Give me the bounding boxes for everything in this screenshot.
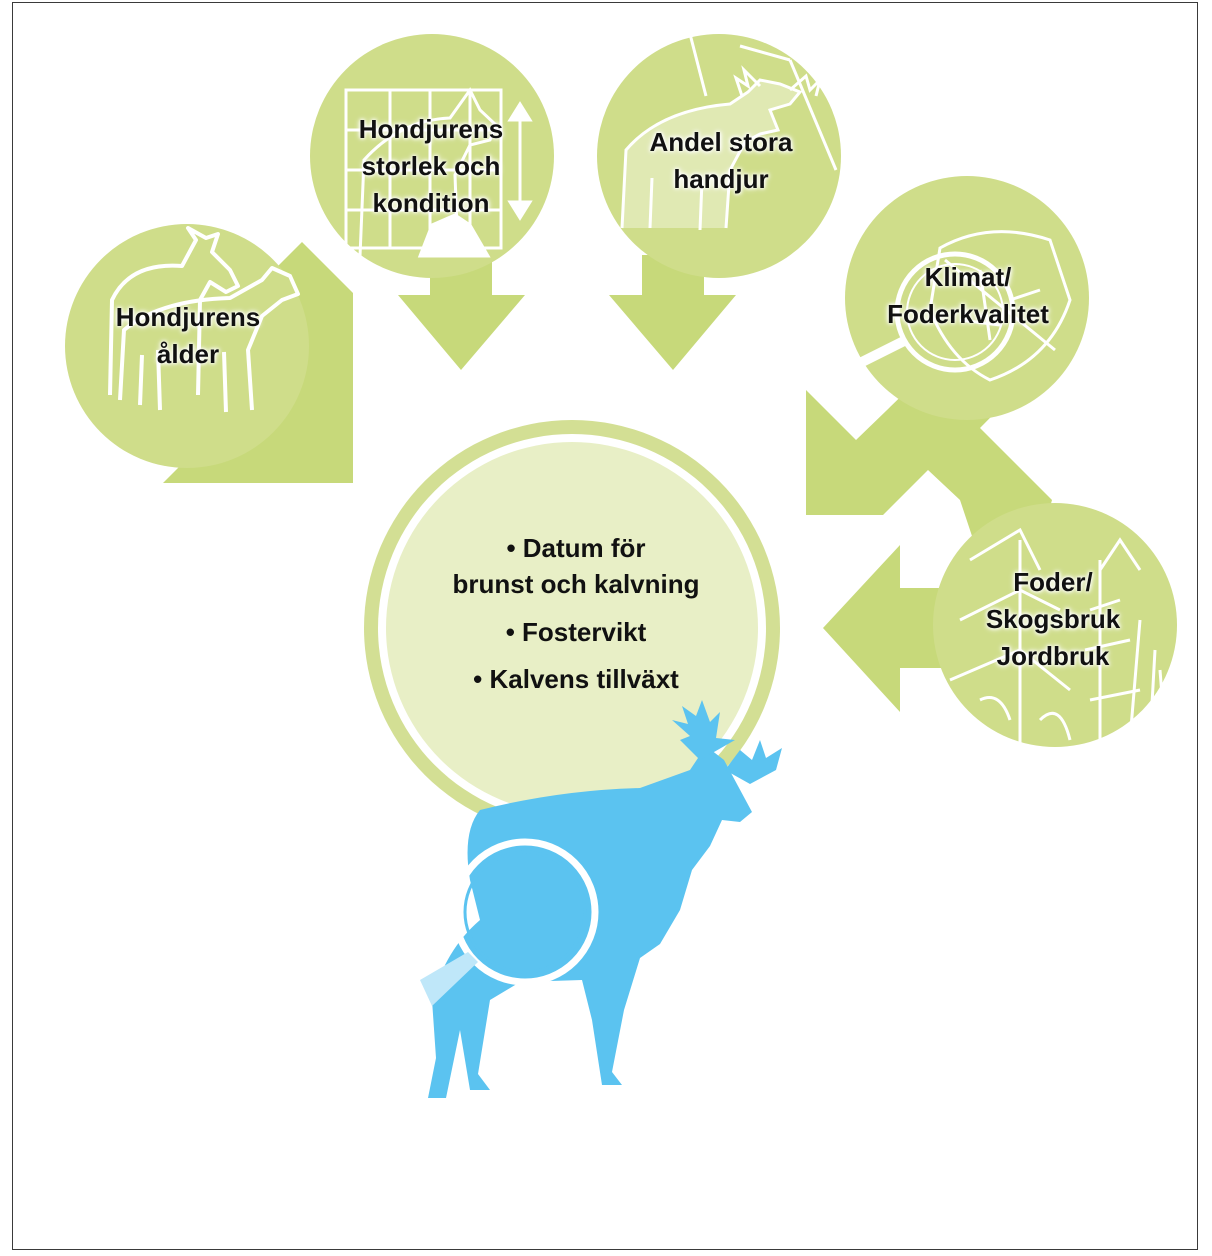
factor-label-line: Klimat/: [924, 262, 1012, 292]
moose-measure-icon: [344, 87, 533, 258]
factor-label-line: Foderkvalitet: [887, 298, 1049, 329]
factor-label-line: ålder: [156, 338, 220, 369]
factor-label-line: Skogsbruk: [985, 603, 1121, 634]
factor-label-line: Hondjurens: [115, 302, 261, 332]
trees-icon: [949, 527, 1167, 747]
outcome-list: • Datum för brunst och kalvning • Foster…: [386, 530, 766, 709]
factor-label-forage: Foder/ Skogsbruk Jordbruk: [958, 564, 1148, 675]
factor-label-line: handjur: [673, 163, 769, 194]
outcome-circle: [386, 442, 758, 814]
factor-label-line: Hondjurens: [358, 114, 504, 144]
arrow-forage: [823, 545, 986, 712]
diagram-frame: [12, 2, 1198, 1250]
factor-label-line: storlek och: [361, 150, 501, 181]
factor-circle-bulls: [597, 34, 841, 278]
outcome-item: • Kalvens tillväxt: [473, 664, 679, 695]
factor-label-bulls: Andel stora handjur: [616, 124, 826, 198]
leaf-magnifier-icon: [847, 230, 1072, 382]
factor-label-climate: Klimat/ Foderkvalitet: [868, 259, 1068, 333]
factor-label-line: Andel stora: [649, 127, 793, 157]
arrow-size: [398, 255, 525, 370]
outcome-item: brunst och kalvning: [452, 569, 700, 600]
bull-moose-icon: [620, 33, 838, 231]
factor-label-line: Foder/: [1013, 567, 1093, 597]
factor-label-line: kondition: [372, 187, 490, 218]
arrow-bulls: [609, 255, 736, 370]
factor-label-line: Jordbruk: [996, 640, 1110, 671]
factor-label-age: Hondjurens ålder: [92, 299, 284, 373]
factor-circle-size: [310, 34, 554, 278]
moose-magnifier-icon: [420, 700, 782, 1098]
outcome-item: • Datum för: [506, 533, 646, 563]
factor-circle-age: [65, 224, 309, 468]
moose-cow-calf-icon: [108, 226, 300, 413]
factor-circle-forage: [933, 503, 1177, 747]
factor-label-size: Hondjurens storlek och kondition: [326, 111, 536, 222]
outcome-item: • Fostervikt: [505, 616, 647, 647]
